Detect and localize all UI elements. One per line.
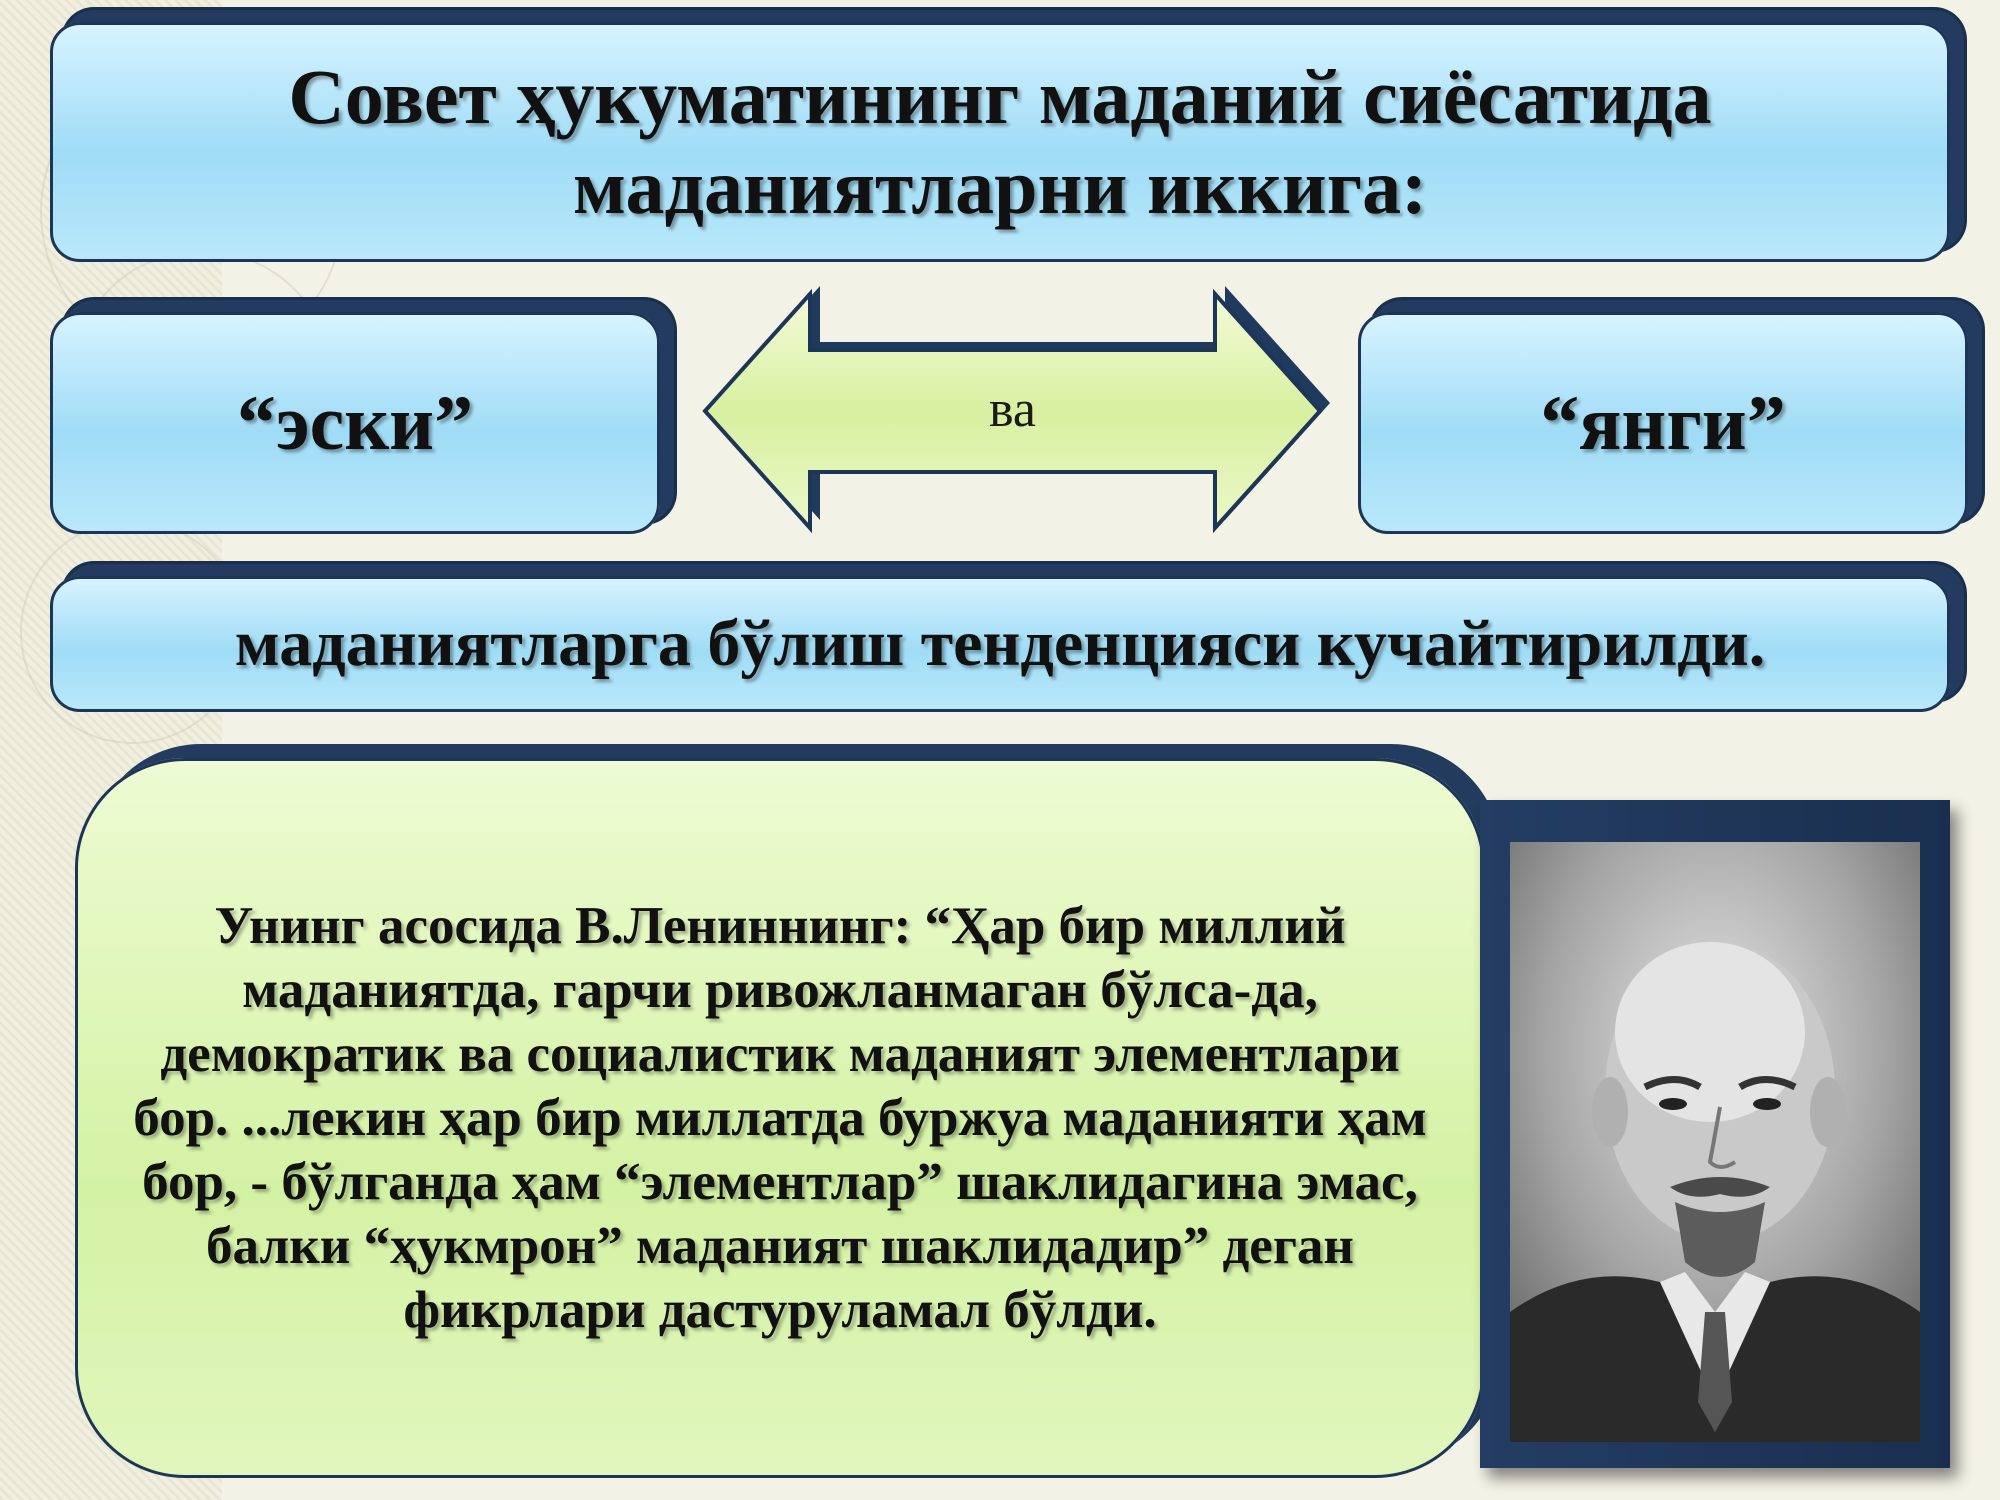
new-culture-label: “янги” [1540,379,1786,466]
old-culture-box: “эски” [50,312,660,534]
page-title: Совет ҳукуматининг маданий сиёсатида мад… [288,53,1712,230]
portrait-icon [1510,842,1920,1442]
quote-box: Унинг асосида В.Лениннинг: “Ҳар бир милл… [75,758,1485,1478]
old-culture-label: “эски” [236,379,474,466]
lenin-quote: Унинг асосида В.Лениннинг: “Ҳар бир милл… [133,897,1427,1339]
new-culture-box: “янги” [1358,312,1968,534]
tendency-text: маданиятларга бўлиш тенденцияси кучайтир… [234,607,1766,680]
portrait-photo [1510,842,1920,1442]
tendency-box: маданиятларга бўлиш тенденцияси кучайтир… [50,576,1950,712]
double-arrow-icon [702,286,1330,534]
portrait-frame [1480,800,1950,1468]
title-box: Совет ҳукуматининг маданий сиёсатида мад… [50,22,1950,262]
connector-label: ва [989,381,1036,438]
